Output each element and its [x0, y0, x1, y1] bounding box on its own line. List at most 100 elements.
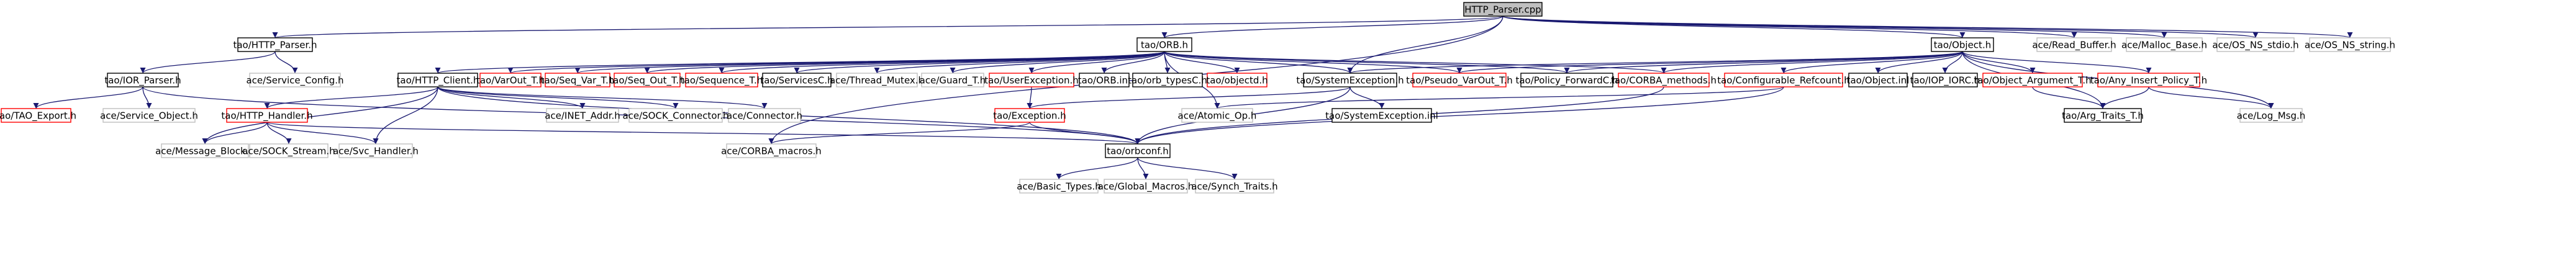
node-box: [1, 108, 71, 123]
node-sockconnector: ace/SOCK_Connector.h: [622, 108, 729, 123]
node-label: tao/ORB.h: [1141, 40, 1188, 51]
node-box: [249, 73, 341, 87]
node-label: ace/SOCK_Connector.h: [622, 110, 728, 122]
node-varout[interactable]: tao/VarOut_T.h: [476, 73, 545, 87]
edge-orb_h-to-seqout: [644, 51, 1165, 74]
node-label: ace/Service_Config.h: [246, 75, 343, 87]
node-objectdh[interactable]: tao/objectd.h: [1206, 73, 1268, 87]
node-messageblock: ace/Message_Block.h: [155, 143, 255, 158]
node-policyforward[interactable]: tao/Policy_ForwardC.h: [1515, 73, 1618, 87]
edge-object_h-to-objectinl: [1875, 51, 1963, 74]
node-iorparser[interactable]: tao/IOR_Parser.h: [104, 73, 181, 87]
node-userexception[interactable]: tao/UserException.h: [984, 73, 1079, 87]
node-box: [1079, 73, 1130, 87]
edge-orbconf-to-basictypes: [1056, 157, 1138, 180]
edge-orb_h-to-policyforward: [1164, 51, 1570, 74]
node-label: tao/Policy_ForwardC.h: [1515, 75, 1618, 87]
node-box: [102, 108, 196, 123]
edge-anyinsertpolicy-to-argtraits: [2100, 86, 2149, 109]
node-objectinl[interactable]: tao/Object.inl: [1847, 73, 1910, 87]
node-sequencet[interactable]: tao/Sequence_T.h: [681, 73, 763, 87]
node-corbamethods[interactable]: tao/CORBA_methods.h: [1611, 73, 1717, 87]
node-serviceconfig: ace/Service_Config.h: [246, 73, 344, 87]
node-label: ace/Service_Object.h: [100, 110, 198, 122]
node-systemexception[interactable]: tao/SystemException.h: [1296, 73, 1404, 87]
node-seqvar[interactable]: tao/Seq_Var_T.h: [541, 73, 615, 87]
node-orbinl[interactable]: tao/ORB.inl: [1078, 73, 1130, 87]
node-svchandler: ace/Svc_Handler.h: [333, 143, 419, 158]
edge-configrefcount-to-atomicop: [1214, 86, 1784, 109]
edge-object_h-to-policyforward: [1564, 51, 1963, 74]
edge-httpclient-to-connector: [437, 86, 768, 109]
node-label: ace/CORBA_macros.h: [721, 146, 822, 158]
node-label: ace/Global_Macros.h: [1098, 181, 1194, 193]
edge-httpparser_h-to-iorparser: [140, 51, 276, 74]
node-label: tao/Sequence_T.h: [681, 75, 763, 87]
edge-httpclient-to-sockconnector: [437, 86, 679, 109]
node-box: [921, 73, 984, 87]
node-label: ace/Log_Msg.h: [2237, 110, 2306, 122]
node-label: tao/Seq_Var_T.h: [541, 75, 615, 87]
edge-object_h-to-objectargument: [1962, 51, 2036, 74]
edge-root-to-osnsstring: [1502, 16, 2352, 38]
edge-object_h-to-configrefcount: [1780, 51, 1963, 74]
edge-systemexception-to-systemexceptioninl: [1349, 86, 1385, 109]
node-box: [107, 73, 179, 87]
node-label: tao/objectd.h: [1206, 75, 1268, 86]
node-object_h[interactable]: tao/Object.h: [1931, 37, 1994, 52]
edge-orb_h-to-corbamethods: [1164, 51, 1667, 74]
node-label: tao/Object.h: [1934, 40, 1991, 51]
node-taoexport[interactable]: tao/TAO_Export.h: [0, 108, 76, 123]
edge-orbconf-to-globalmacros: [1137, 157, 1149, 180]
node-label: tao/orb_typesC.h: [1128, 75, 1207, 87]
node-label: ace/Read_Buffer.h: [2032, 40, 2116, 51]
node-label: tao/IOR_Parser.h: [104, 75, 181, 87]
node-box: [1912, 73, 1978, 87]
node-box: [1848, 73, 1908, 87]
node-label: ace/SOCK_Stream.h: [242, 146, 335, 158]
node-label: ace/Message_Block.h: [155, 146, 255, 158]
node-box: [161, 143, 249, 158]
node-pseudovarout[interactable]: tao/Pseudo_VarOut_T.h: [1406, 73, 1513, 87]
edge-object_h-to-iopiorc: [1942, 51, 1963, 74]
node-exception[interactable]: tao/Exception.h: [993, 108, 1066, 123]
node-configrefcount[interactable]: tao/Configurable_Refcount.h: [1717, 73, 1850, 87]
node-box: [2126, 37, 2203, 52]
node-label: tao/ORB.inl: [1078, 75, 1130, 86]
edge-object_h-to-pseudovarout: [1456, 51, 1963, 74]
edge-httpclient-to-httphandler: [264, 86, 438, 109]
node-anyinsertpolicy[interactable]: tao/Any_Insert_Policy_T.h: [2090, 73, 2207, 87]
edge-httpparser_h-to-serviceconfig: [274, 51, 298, 74]
node-label: HTTP_Parser.cpp: [1464, 4, 1541, 16]
node-box: [728, 108, 801, 123]
node-httpclient[interactable]: tao/HTTP_Client.h: [397, 73, 479, 87]
node-label: tao/UserException.h: [984, 75, 1079, 86]
node-box: [1019, 179, 1099, 194]
edge-root-to-readbuffer: [1502, 16, 2077, 38]
node-httpparser_h[interactable]: tao/HTTP_Parser.h: [233, 37, 317, 52]
node-label: tao/Pseudo_VarOut_T.h: [1406, 75, 1513, 87]
node-box: [237, 37, 313, 52]
node-iopiorc[interactable]: tao/IOP_IORC.h: [1910, 73, 1980, 87]
node-httphandler[interactable]: tao/HTTP_Handler.h: [221, 108, 313, 123]
node-orb_h[interactable]: tao/ORB.h: [1136, 37, 1192, 52]
edge-iorparser-to-serviceobject: [142, 86, 152, 109]
edge-orb_h-to-guardt: [950, 51, 1165, 74]
node-corbamacros: ace/CORBA_macros.h: [721, 143, 822, 158]
node-osnsstdio: ace/OS_NS_stdio.h: [2212, 37, 2299, 52]
node-root[interactable]: HTTP_Parser.cpp: [1463, 2, 1543, 17]
node-orbconf[interactable]: tao/orbconf.h: [1105, 143, 1171, 158]
node-argtraits[interactable]: tao/Arg_Traits_T.h: [2062, 108, 2144, 123]
node-box: [2216, 37, 2295, 52]
node-sockstream: ace/SOCK_Stream.h: [242, 143, 335, 158]
node-globalmacros: ace/Global_Macros.h: [1098, 179, 1194, 194]
node-seqout[interactable]: tao/Seq_Out_T.h: [609, 73, 685, 87]
node-label: ace/Guard_T.h: [920, 75, 986, 87]
node-servicesc[interactable]: tao/ServicesC.h: [760, 73, 833, 87]
edge-root-to-systemexception: [1347, 16, 1503, 74]
node-orbtypesc[interactable]: tao/orb_typesC.h: [1128, 73, 1207, 87]
node-systemexceptioninl[interactable]: tao/SystemException.inl: [1325, 108, 1438, 123]
node-objectargument[interactable]: tao/Object_Argument_T.h: [1974, 73, 2092, 87]
edge-object_h-to-corbamethods: [1661, 51, 1963, 74]
edge-httphandler-to-orbconf: [266, 122, 1140, 145]
